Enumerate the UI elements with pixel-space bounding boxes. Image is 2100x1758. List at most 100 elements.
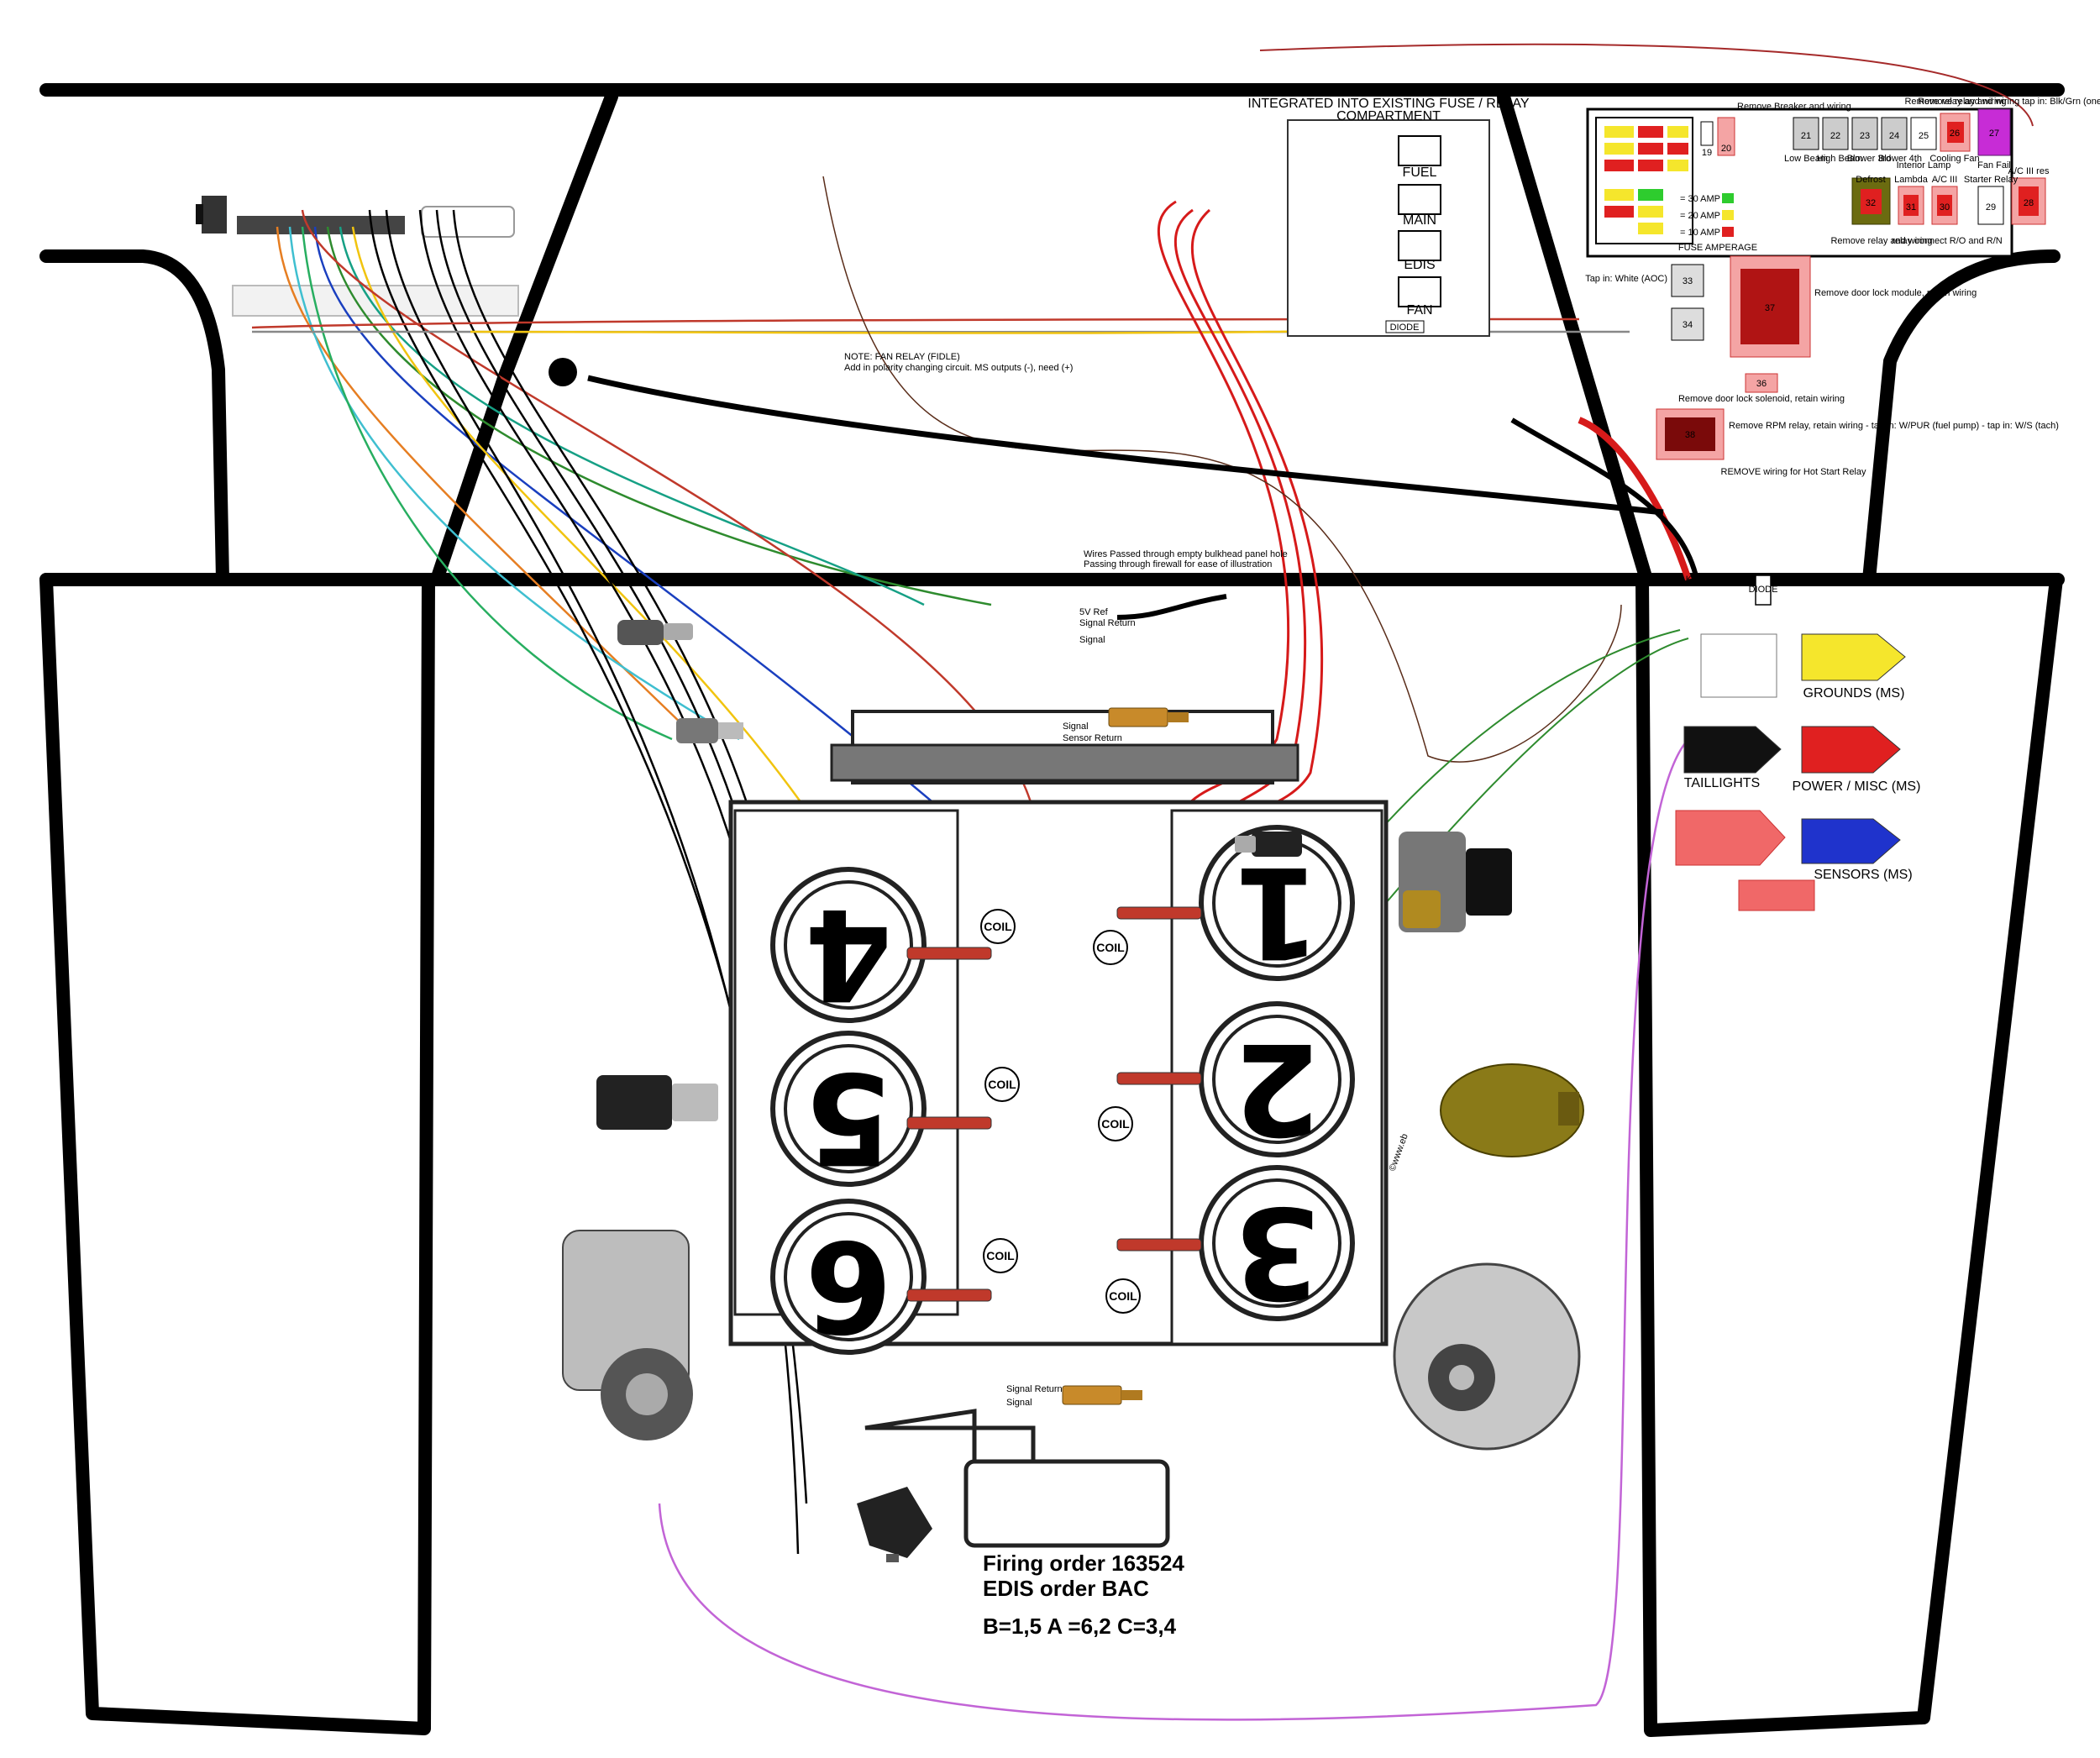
slot-label-blower-3rd: Blower 3rd xyxy=(1847,154,1892,164)
db37-connector xyxy=(237,216,405,234)
slot-26: 26 xyxy=(1950,129,1960,139)
compartment-title-1: INTEGRATED INTO EXISTING FUSE / RELAY xyxy=(1247,97,1529,111)
coils: COIL COIL COIL COIL COIL COIL xyxy=(980,909,1141,1314)
iat-sensor xyxy=(1108,707,1189,727)
coil-label-5: COIL xyxy=(986,1249,1015,1262)
hot-start-note: REMOVE wiring for Hot Start Relay xyxy=(1721,467,1866,477)
rpm-relay-note: Remove RPM relay, retain wiring - tap in… xyxy=(1729,421,2059,431)
fan-relay-note: Remove relay and wiring xyxy=(1904,97,2006,107)
connector-spare xyxy=(1675,810,1815,911)
coil-label-1: COIL xyxy=(984,920,1012,933)
coil-label-2: COIL xyxy=(1096,941,1125,954)
tps-connector: 5V Ref Signal Return Signal xyxy=(1079,594,1227,645)
lower-label-defrost: Defrost xyxy=(1856,175,1885,185)
taillights-label: TAILLIGHTS xyxy=(1684,776,1760,790)
relay-fan-label: FAN xyxy=(1406,303,1432,317)
slot-22: 22 xyxy=(1830,131,1840,141)
connector-power: POWER / MISC (MS) xyxy=(1793,726,1921,794)
bulkhead-diode-label: DIODE xyxy=(1749,585,1778,595)
clt-signal-return-label: Signal Return xyxy=(1006,1384,1063,1394)
tap-white-note: Tap in: White (AOC) xyxy=(1585,274,1667,284)
connector-sensors: SENSORS (MS) xyxy=(1801,818,1913,882)
iat-sensor-return-label: Sensor Return xyxy=(1063,733,1122,743)
clt-signal-label: Signal xyxy=(1006,1398,1032,1408)
cylinder-2: 2 xyxy=(1233,1015,1320,1161)
legend-20-amp: = 20 AMP xyxy=(1680,211,1720,221)
compartment-title-2: COMPARTMENT xyxy=(1336,109,1441,123)
box-38-label: 38 xyxy=(1685,430,1695,440)
relay-main-label: MAIN xyxy=(1403,213,1436,228)
slot-label-interior-lamp: Interior Lamp xyxy=(1897,160,1951,171)
pressure-sender xyxy=(596,1075,718,1130)
starter-motor xyxy=(1399,832,1512,932)
slot-label-blower-4th: Blower 4th xyxy=(1878,154,1922,164)
fan-relay-note-1: NOTE: FAN RELAY (FIDLE) xyxy=(844,352,960,362)
slot-25: 25 xyxy=(1919,131,1929,141)
breaker-note: Remove Breaker and wiring xyxy=(1737,102,1851,112)
diode-label: DIODE xyxy=(1390,323,1420,333)
five-v-ref-label: 5V Ref xyxy=(1079,607,1109,617)
cylinder-mapping-note: B=1,5 A =6,2 C=3,4 xyxy=(983,1614,1177,1639)
box-34-label: 34 xyxy=(1683,320,1693,330)
coil-label-3: COIL xyxy=(988,1078,1016,1091)
vehicle-fuse-panel: = 30 AMP = 20 AMP = 10 AMP FUSE AMPERAGE… xyxy=(1586,97,2100,258)
lower-slot-30: 30 xyxy=(1940,202,1950,213)
power-misc-label: POWER / MISC (MS) xyxy=(1793,779,1921,794)
box-19-label: 19 xyxy=(1702,148,1712,158)
slot-21: 21 xyxy=(1801,131,1811,141)
iat-signal-label: Signal xyxy=(1063,722,1089,732)
box-37-label: 37 xyxy=(1765,303,1775,313)
engine: 4 5 6 1 2 3 ©www.eb xyxy=(728,710,1410,1548)
sensors: Signal Sensor Return Signal Return Signa… xyxy=(562,620,1584,1562)
connector-grounds: GROUNDS (MS) xyxy=(1801,633,1906,701)
tps-sensor xyxy=(1235,832,1302,857)
lower-slot-31: 31 xyxy=(1906,202,1916,213)
signal-label: Signal xyxy=(1079,635,1105,645)
legend-30-amp: = 30 AMP xyxy=(1680,194,1720,204)
slot-label-fan-fail: Fan Fail xyxy=(1977,160,2011,171)
ecu-harness xyxy=(196,196,519,317)
door-lock-solenoid-note: Remove door lock solenoid, retain wiring xyxy=(1678,394,1845,404)
fan-fail-note: Remove relay and wiring tap in: Blk/Grn … xyxy=(1918,97,2100,107)
clt-sensor xyxy=(1062,1385,1142,1405)
sensors-label: SENSORS (MS) xyxy=(1814,868,1912,882)
edis-order-note: EDIS order BAC xyxy=(983,1576,1149,1601)
crank-sensor xyxy=(857,1487,932,1562)
crank-pulley xyxy=(963,1459,1170,1548)
signal-return-label: Signal Return xyxy=(1079,618,1136,628)
box-20-label: 20 xyxy=(1721,144,1731,154)
firing-order-note: Firing order 163524 xyxy=(983,1551,1184,1576)
vehicle-outline xyxy=(39,83,2065,1737)
grounds-label: GROUNDS (MS) xyxy=(1803,686,1905,701)
ac-compressor xyxy=(562,1230,693,1441)
map-sensor xyxy=(617,620,693,645)
firing-notes: Firing order 163524 EDIS order BAC B=1,5… xyxy=(983,1551,1184,1639)
box-36-label: 36 xyxy=(1756,379,1767,389)
slot-label-low-beam: Low Beam xyxy=(1784,154,1828,164)
lower-label-ac-res: A/C III res xyxy=(2008,166,2050,176)
ecu-module xyxy=(202,196,227,234)
lower-slot-32: 32 xyxy=(1866,198,1876,208)
cylinder-4: 4 xyxy=(805,880,892,1026)
connector-taillights: TAILLIGHTS xyxy=(1683,726,1782,790)
legend-10-amp: = 10 AMP xyxy=(1680,228,1720,238)
lower-slot-29: 29 xyxy=(1986,202,1996,213)
injectors xyxy=(906,906,1202,1302)
relay-fuel-label: FUEL xyxy=(1403,165,1437,180)
slot-27: 27 xyxy=(1989,129,1999,139)
cylinder-3: 3 xyxy=(1233,1178,1320,1325)
relay-connect-note: relay connect R/O and R/N xyxy=(1892,236,2003,246)
slot-24: 24 xyxy=(1889,131,1899,141)
firewall-note-1: Wires Passed through empty bulkhead pane… xyxy=(1084,549,1288,559)
cylinder-1: 1 xyxy=(1233,838,1320,984)
bulkhead-label: BULKHEAD xyxy=(1667,575,1717,585)
amperage-legend: = 30 AMP = 20 AMP = 10 AMP FUSE AMPERAGE xyxy=(1678,193,1757,253)
fan-relay-note-2: Add in polarity changing circuit. MS out… xyxy=(844,363,1073,373)
relay-lower-note: Remove relay and wiring xyxy=(1830,236,1932,246)
alternator xyxy=(1393,1262,1581,1451)
cylinder-5: 5 xyxy=(805,1044,892,1190)
lower-label-lambda: Lambda xyxy=(1894,175,1929,185)
coil-label-6: COIL xyxy=(1109,1289,1137,1303)
door-lock-module-note: Remove door lock module, retain wiring xyxy=(1814,288,1977,298)
